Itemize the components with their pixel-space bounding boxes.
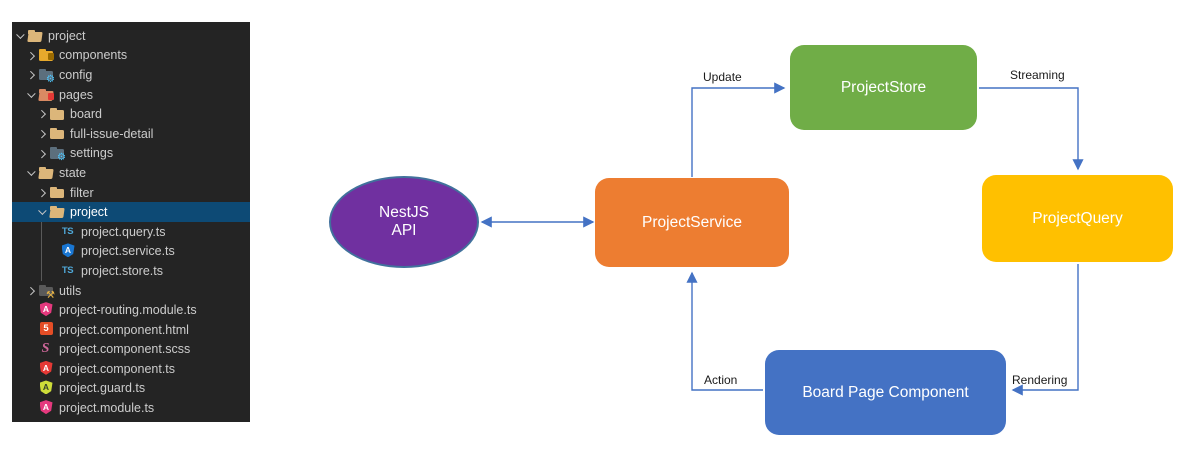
file-explorer: project components ⚙ config pages board … [12,22,250,422]
item-label: project [70,205,108,220]
tree-folder-pages[interactable]: pages [12,85,250,105]
tree-file-project.component.scss[interactable]: S project.component.scss [12,340,250,360]
rendering-arrow [1011,264,1079,396]
tree-file-project.module.ts[interactable]: A project.module.ts [12,398,250,418]
chevron-icon[interactable] [25,68,38,81]
chevron-icon[interactable] [14,29,27,42]
folder-icon [38,47,54,63]
streaming-arrow [979,87,1084,171]
item-label: components [59,48,128,63]
project-query-label: ProjectQuery [1032,209,1123,227]
folder-icon [49,126,65,142]
tree-file-project.component.ts[interactable]: A project.component.ts [12,359,250,379]
action-edge-label: Action [704,373,737,387]
tree-folder-utils[interactable]: ⚒ utils [12,281,250,301]
update-edge-label: Update [703,70,742,84]
update-arrow [691,82,786,177]
chevron-icon[interactable] [25,166,38,179]
item-label: utils [59,283,82,298]
tree-folder-settings[interactable]: ⚙ settings [12,144,250,164]
item-label: project [48,28,86,43]
item-label: pages [59,87,94,102]
tree-folder-components[interactable]: components [12,46,250,66]
board-page-component-label: Board Page Component [802,383,969,401]
tree-folder-full-issue-detail[interactable]: full-issue-detail [12,124,250,144]
tree-folder-state[interactable]: state [12,163,250,183]
item-label: project.component.ts [59,361,176,376]
item-label: project.module.ts [59,401,155,416]
page-icon [48,92,54,100]
puzzle-icon [48,53,54,61]
file-icon-angular-module: A [38,302,54,318]
tree-file-project.store.ts[interactable]: TS project.store.ts [12,261,250,281]
chevron-icon[interactable] [36,108,49,121]
item-label: project.guard.ts [59,381,146,396]
tree-folder-filter[interactable]: filter [12,183,250,203]
chevron-icon[interactable] [25,88,38,101]
tree-file-project.service.ts[interactable]: A project.service.ts [12,242,250,262]
rendering-edge-label: Rendering [1012,373,1067,387]
nestjs-api-node: NestJS API [329,176,479,268]
tree-folder-config[interactable]: ⚙ config [12,65,250,85]
item-label: full-issue-detail [70,126,154,141]
chevron-icon[interactable] [36,147,49,160]
chevron-icon[interactable] [36,186,49,199]
item-label: project.component.html [59,322,189,337]
chevron-icon[interactable] [25,284,38,297]
file-icon-ts: TS [61,225,74,237]
project-service-node: ProjectService [595,178,789,267]
item-label: board [70,107,102,122]
indent-guide [41,222,42,281]
chevron-icon[interactable] [36,127,49,140]
action-arrow [686,271,763,391]
tree-folder-project[interactable]: project [12,202,250,222]
item-label: project.query.ts [81,224,166,239]
tree-folder-project[interactable]: project [12,26,250,46]
file-icon-ts: TS [61,264,74,276]
chevron-icon[interactable] [25,49,38,62]
tree-folder-board[interactable]: board [12,104,250,124]
item-label: config [59,67,93,82]
item-label: project.component.scss [59,342,191,357]
item-label: settings [70,146,114,161]
item-label: project-routing.module.ts [59,303,197,318]
file-icon-sass: S [41,340,50,356]
gear-icon: ⚙ [46,73,55,85]
project-query-node: ProjectQuery [982,175,1173,262]
gear-icon: ⚙ [57,152,66,164]
folder-icon [49,106,65,122]
folder-icon [49,204,65,220]
item-label: filter [70,185,94,200]
tools-icon: ⚒ [46,289,55,301]
item-label: state [59,165,87,180]
chevron-icon[interactable] [36,206,49,219]
folder-icon [49,185,65,201]
folder-icon: ⚙ [38,67,55,85]
project-store-node: ProjectStore [790,45,977,130]
tree-file-project.guard.ts[interactable]: A project.guard.ts [12,379,250,399]
streaming-edge-label: Streaming [1010,68,1065,82]
project-store-label: ProjectStore [840,78,927,96]
folder-icon [27,28,43,44]
folder-icon [38,165,54,181]
item-label: project.store.ts [81,263,163,278]
file-icon-angular-guard: A [38,380,54,396]
tree-file-project.query.ts[interactable]: TS project.query.ts [12,222,250,242]
board-page-component-node: Board Page Component [765,350,1006,435]
tree-file-project-routing.module.ts[interactable]: A project-routing.module.ts [12,300,250,320]
folder-icon [38,87,54,103]
file-icon-angular-component: A [38,360,54,377]
item-label: project.service.ts [81,244,175,259]
file-icon-html: 5 [38,321,54,338]
folder-icon: ⚒ [38,283,55,301]
folder-icon: ⚙ [49,145,66,164]
file-icon-angular-module: A [38,400,54,416]
tree-file-project.component.html[interactable]: 5 project.component.html [12,320,250,340]
project-service-label: ProjectService [642,213,742,231]
nestjs-api-label: NestJS API [379,204,429,239]
file-icon-angular-service: A [60,243,76,259]
